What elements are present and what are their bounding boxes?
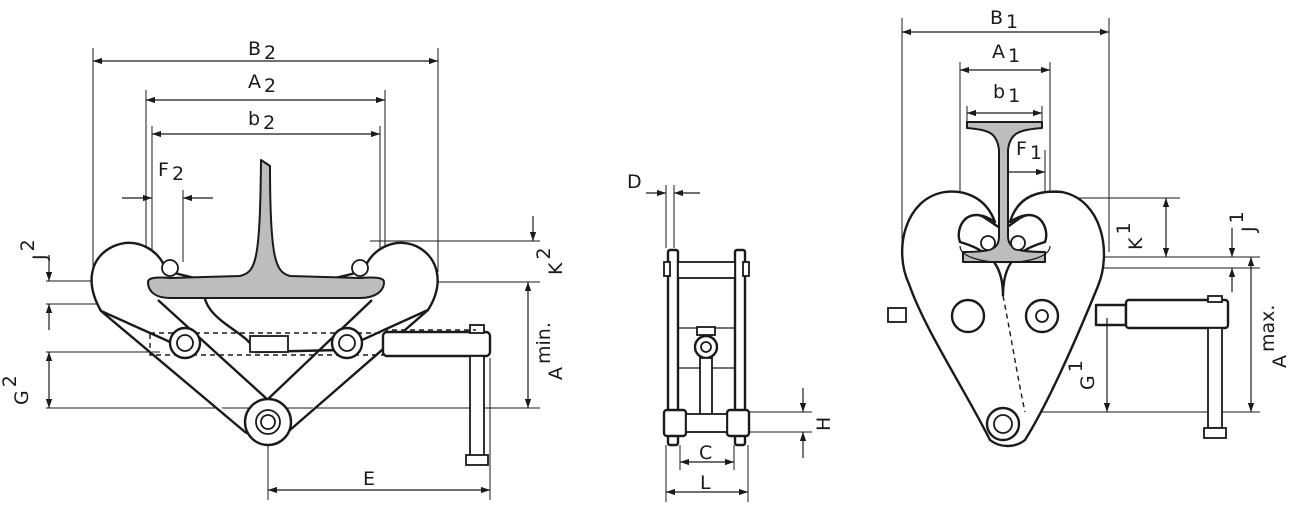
side-view-labels: D C L H	[627, 171, 835, 494]
side-view-clamp	[662, 185, 812, 502]
dim-label-K2: K2	[533, 247, 567, 275]
dim-label-D: D	[627, 171, 642, 193]
dim-label-G2: G2	[0, 375, 33, 405]
side-view-dimensions	[646, 189, 807, 496]
left-view-dimensions	[45, 57, 537, 494]
dim-label-J2: J2	[17, 239, 51, 261]
dim-label-H: H	[813, 417, 835, 431]
left-view-clamp	[46, 48, 540, 500]
dim-label-C: C	[699, 442, 712, 464]
dim-label-L: L	[700, 472, 711, 494]
dim-label-Amax: Amax.	[1257, 305, 1291, 368]
right-view-clamp	[887, 18, 1260, 448]
dim-label-E: E	[363, 468, 375, 490]
dim-label-K1: K1	[1113, 222, 1147, 250]
right-view-dimensions	[902, 28, 1255, 412]
dim-label-G1: G1	[1065, 360, 1099, 390]
dim-label-J1: J1	[1226, 211, 1260, 233]
dim-label-Amin: Amin.	[533, 322, 567, 380]
